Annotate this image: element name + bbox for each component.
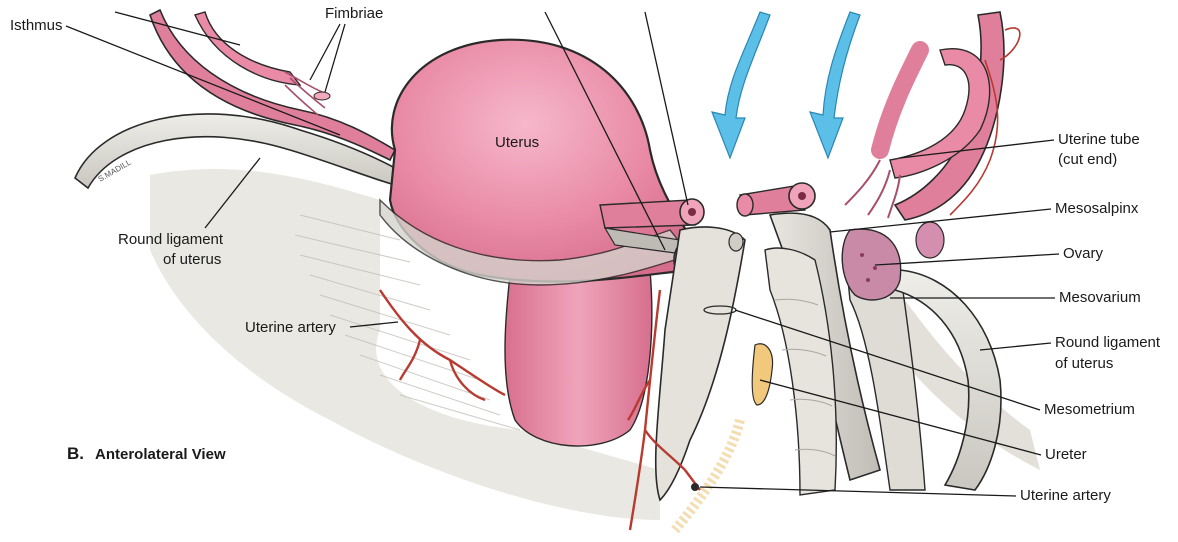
label-ovary: Ovary [875, 245, 1104, 265]
label-round-ligament-right: Round ligament of uterus [980, 334, 1161, 372]
label-round-ligament-right-line2: of uterus [1055, 355, 1113, 372]
label-round-ligament-left-line2: of uterus [163, 251, 221, 268]
label-round-ligament-right-line1: Round ligament [1055, 334, 1161, 351]
label-fimbriae-text: Fimbriae [325, 5, 383, 22]
label-round-ligament-left-line1: Round ligament [118, 231, 224, 248]
cut-tube-stump-right [737, 183, 815, 216]
label-mesosalpinx: Mesosalpinx [830, 200, 1139, 232]
uterine-tube-right [845, 12, 1020, 220]
label-ovary-text: Ovary [1063, 245, 1104, 262]
label-mesosalpinx-text: Mesosalpinx [1055, 200, 1139, 217]
label-uterine-tube-line1: Uterine tube [1058, 131, 1140, 148]
label-uterine-tube-line2: (cut end) [1058, 151, 1117, 168]
label-uterine-artery-left-text: Uterine artery [245, 319, 336, 336]
label-ureter-text: Ureter [1045, 446, 1087, 463]
figure-caption: B. Anterolateral View [67, 444, 226, 463]
caption-letter: B. [67, 444, 84, 463]
label-uterus-text: Uterus [495, 134, 539, 151]
label-fimbriae: Fimbriae [310, 5, 383, 92]
label-mesovarium-text: Mesovarium [1059, 289, 1141, 306]
caption-text: Anterolateral View [95, 446, 226, 463]
label-uterus: Uterus [495, 134, 539, 151]
cervix [505, 270, 652, 446]
label-isthmus-text: Isthmus [10, 17, 63, 34]
label-uterine-artery-right-text: Uterine artery [1020, 487, 1111, 504]
label-mesometrium-text: Mesometrium [1044, 401, 1135, 418]
arrow-indicators [712, 12, 860, 158]
